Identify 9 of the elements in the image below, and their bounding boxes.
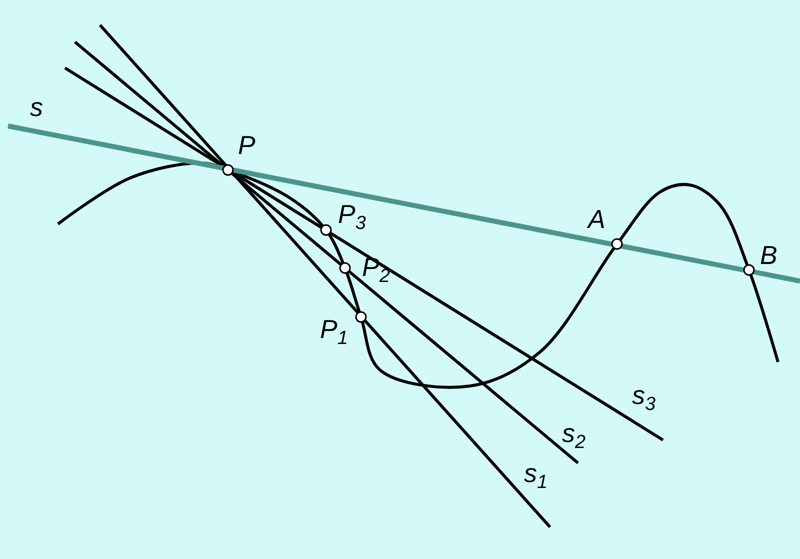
point-label: B — [760, 242, 778, 268]
point-label: P$_{1}$ — [320, 316, 348, 348]
point-label: P — [238, 132, 256, 158]
line-label: s — [30, 94, 43, 120]
point-label: A — [588, 206, 606, 232]
line-label: s$_{2}$ — [562, 420, 586, 452]
line-label: s$_{1}$ — [524, 460, 548, 492]
line-label: s$_{3}$ — [632, 382, 656, 414]
point-label: P$_{3}$ — [338, 201, 366, 233]
